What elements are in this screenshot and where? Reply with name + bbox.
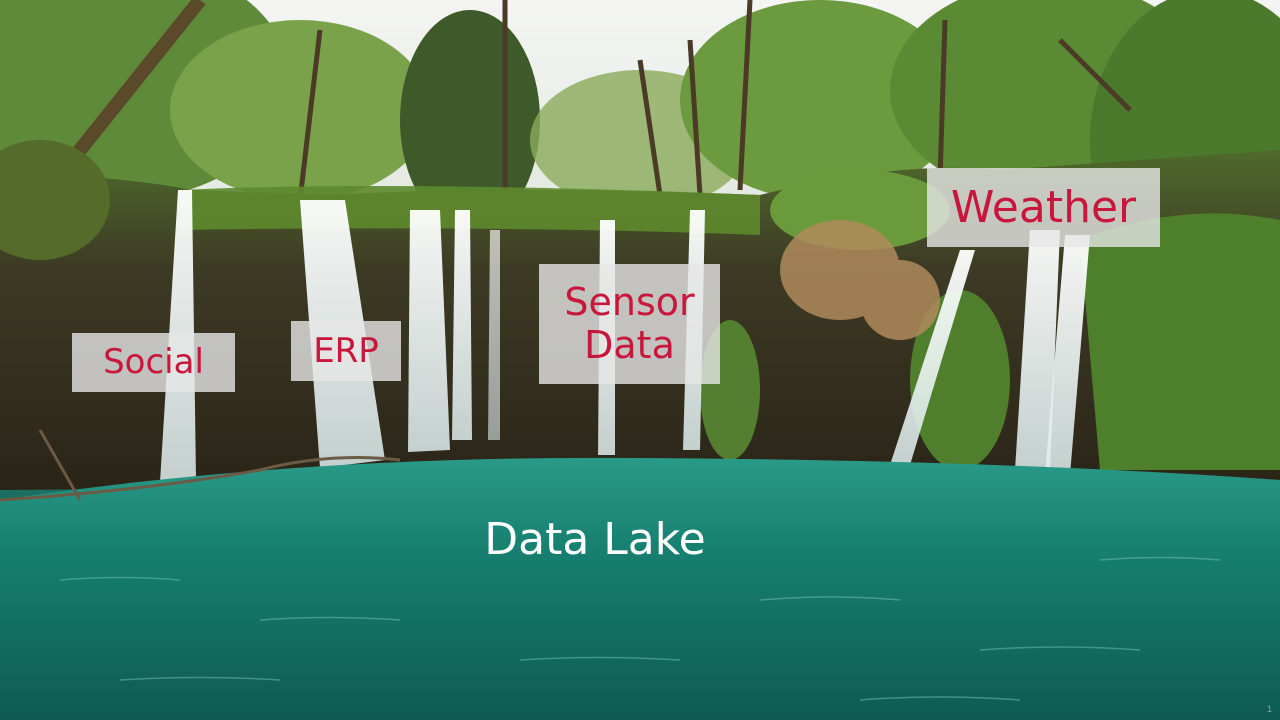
weather-label: Weather — [927, 168, 1160, 247]
lake — [0, 457, 1280, 720]
data-lake-caption: Data Lake — [484, 514, 706, 565]
erp-label: ERP — [291, 321, 401, 381]
foreground-branch — [0, 429, 401, 502]
erp-label-text: ERP — [313, 330, 379, 371]
social-label: Social — [72, 333, 235, 392]
tree-canopy — [0, 0, 1280, 290]
sensor-data-label: Sensor Data — [539, 264, 720, 384]
dry-reeds — [780, 220, 940, 340]
ripples — [59, 556, 1221, 701]
page-number: 1 — [1266, 704, 1272, 714]
social-label-text: Social — [103, 342, 204, 383]
weather-label-text: Weather — [950, 181, 1137, 233]
sensor-data-label-text: Sensor Data — [564, 280, 695, 367]
